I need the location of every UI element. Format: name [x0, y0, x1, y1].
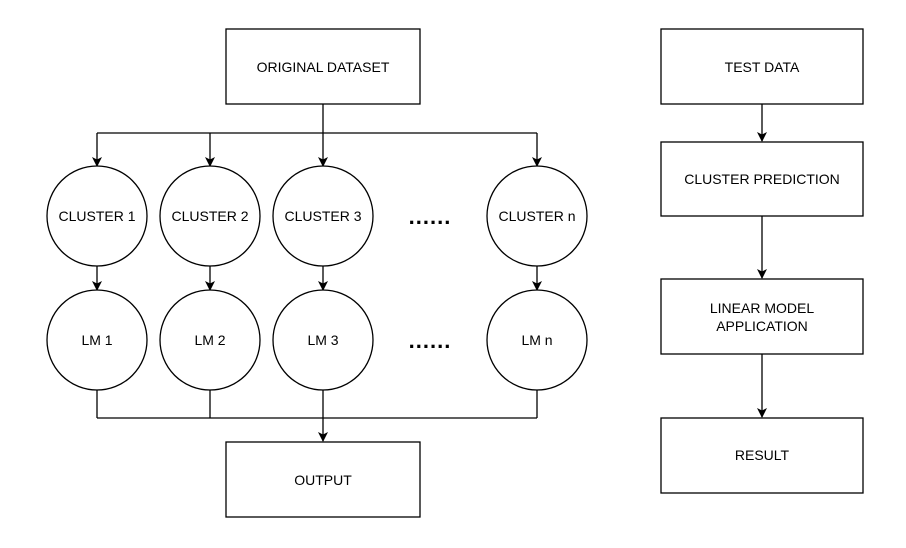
lm-3-node: LM 3: [272, 289, 374, 391]
cluster-1-label: CLUSTER 1: [58, 208, 135, 224]
model-ellipsis: ......: [409, 328, 452, 353]
cluster-prediction-label: CLUSTER PREDICTION: [684, 171, 840, 187]
lm-3-label: LM 3: [307, 332, 338, 348]
lm-2-node: LM 2: [159, 289, 261, 391]
lm-2-label: LM 2: [194, 332, 225, 348]
test-data-label: TEST DATA: [725, 59, 800, 75]
cluster-ellipsis: ......: [409, 204, 452, 229]
output-label: OUTPUT: [294, 472, 352, 488]
cluster-3-node: CLUSTER 3: [272, 165, 374, 267]
result-node: RESULT: [660, 417, 864, 494]
cluster-2-label: CLUSTER 2: [171, 208, 248, 224]
lm-1-label: LM 1: [81, 332, 112, 348]
lm-n-label: LM n: [521, 332, 552, 348]
left-flow-edges: [92, 104, 542, 442]
cluster-n-node: CLUSTER n: [486, 165, 588, 267]
test-data-node: TEST DATA: [660, 28, 864, 105]
original-dataset-node: ORIGINAL DATASET: [225, 28, 421, 105]
cluster-n-label: CLUSTER n: [498, 208, 575, 224]
result-label: RESULT: [735, 447, 790, 463]
application-label: APPLICATION: [716, 318, 808, 334]
output-node: OUTPUT: [225, 441, 421, 518]
original-dataset-label: ORIGINAL DATASET: [257, 59, 390, 75]
linear-model-label: LINEAR MODEL: [710, 300, 814, 316]
cluster-1-node: CLUSTER 1: [46, 165, 148, 267]
lm-1-node: LM 1: [46, 289, 148, 391]
lm-n-node: LM n: [486, 289, 588, 391]
cluster-2-node: CLUSTER 2: [159, 165, 261, 267]
cluster-prediction-node: CLUSTER PREDICTION: [660, 141, 864, 217]
cluster-3-label: CLUSTER 3: [284, 208, 361, 224]
linear-model-application-node: LINEAR MODEL APPLICATION: [660, 278, 864, 355]
